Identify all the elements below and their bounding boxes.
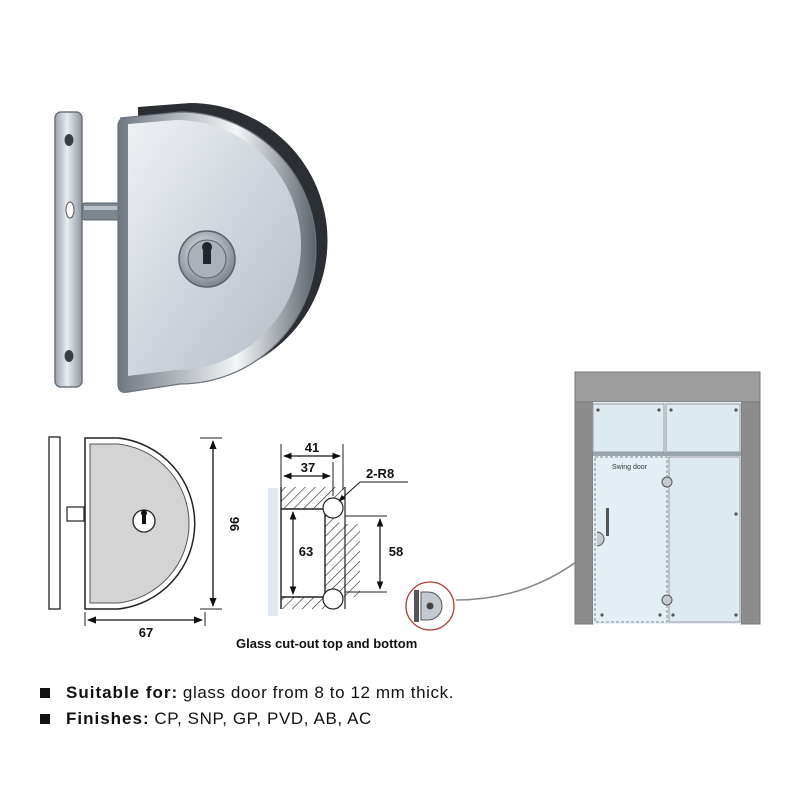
drawing-plate [48, 436, 61, 610]
plate-slot [65, 201, 75, 219]
callout-thumbnail [405, 552, 589, 631]
swing-door-panel [594, 456, 668, 623]
cutout-radius-top [322, 497, 344, 519]
door-illustration: Swing door [574, 371, 761, 625]
door-frame-right [740, 401, 761, 625]
swing-door-label: Swing door [612, 464, 648, 471]
plate-hole-top [64, 134, 74, 146]
mounting-plate [54, 111, 83, 388]
spec-value: glass door from 8 to 12 mm thick. [182, 683, 455, 702]
bullet-icon [40, 687, 50, 698]
cutout-glass-edge [268, 488, 278, 616]
dim-37-label: 37 [301, 460, 315, 475]
cutout-caption: Glass cut-out top and bottom [236, 636, 417, 651]
plate-hole-bottom [64, 350, 74, 362]
pivot-bottom-icon [661, 594, 673, 606]
glass-cutout-drawing: 41 37 2-R8 63 58 Glass cut-out top and b… [236, 440, 417, 651]
bullet-icon [40, 713, 50, 724]
transom-right [665, 403, 741, 453]
door-handle [606, 508, 609, 536]
door-frame-left [574, 401, 594, 625]
transom-left [592, 403, 665, 453]
door-lock-icon [596, 531, 605, 547]
dim-58-label: 58 [389, 544, 403, 559]
spec-list: Suitable for: glass door from 8 to 12 mm… [40, 680, 454, 732]
dim-67-label: 67 [139, 625, 153, 640]
keyhole-icon [202, 241, 213, 264]
dim-63-label: 63 [299, 544, 313, 559]
technical-drawing: 96 67 [48, 436, 242, 640]
spec-label: Suitable for: [66, 683, 179, 702]
dim-radius-label: 2-R8 [366, 466, 394, 481]
transom-rail [593, 452, 741, 456]
fixed-panel [668, 456, 741, 623]
spec-item-suitable: Suitable for: glass door from 8 to 12 mm… [40, 680, 454, 706]
cutout-radius-bottom [322, 588, 344, 610]
product-photo [54, 103, 328, 393]
dim-41-label: 41 [305, 440, 319, 455]
dim-96-label: 96 [227, 517, 242, 531]
spec-label: Finishes: [66, 709, 150, 728]
callout-arrow [455, 552, 589, 601]
spec-item-finishes: Finishes: CP, SNP, GP, PVD, AB, AC [40, 706, 454, 732]
door-frame-top [574, 371, 761, 403]
drawing-pin [66, 506, 85, 522]
spec-value: CP, SNP, GP, PVD, AB, AC [154, 709, 372, 728]
pivot-top-icon [661, 476, 673, 488]
